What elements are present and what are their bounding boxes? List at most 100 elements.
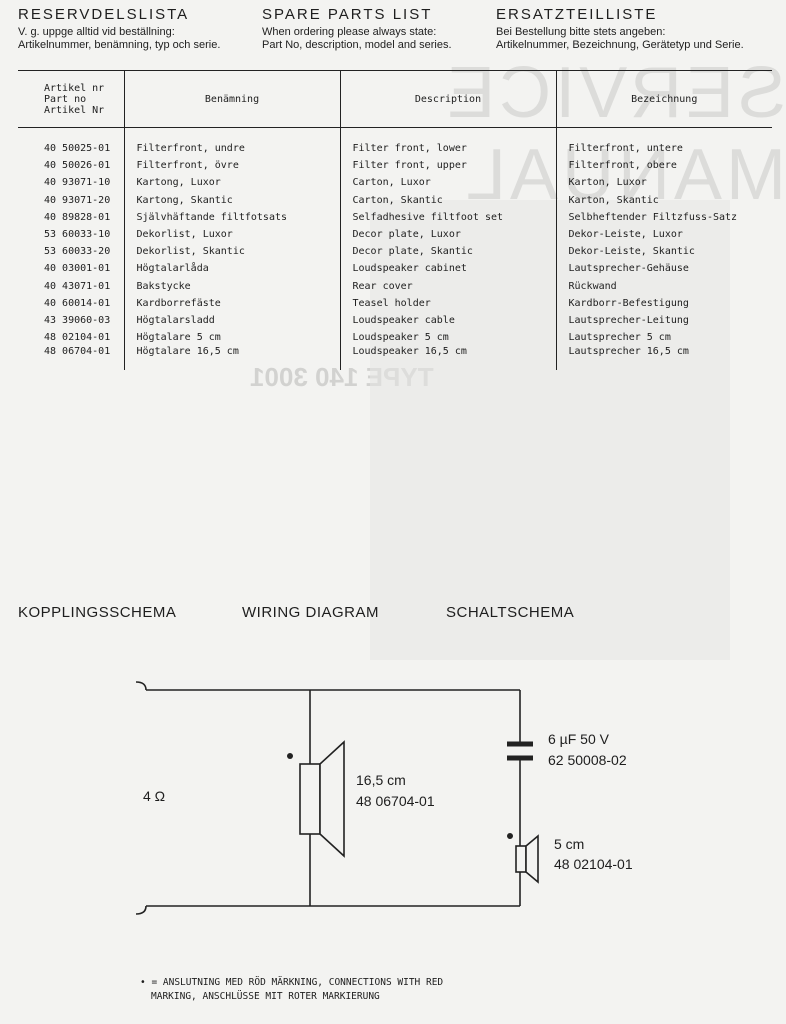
cell-bezeichnung: Lautsprecher 5 cm bbox=[555, 329, 772, 347]
cell-bezeichnung: Kardborr-Befestigung bbox=[555, 294, 772, 312]
cell-bezeichnung: Selbheftender Filtzfuss-Satz bbox=[555, 208, 772, 226]
cell-benamning: Kartong, Skantic bbox=[123, 191, 340, 209]
table-header-row: Artikel nr Part no Artikel Nr Benämning … bbox=[18, 70, 772, 128]
cell-description: Filter front, lower bbox=[339, 140, 556, 158]
woofer-speaker-symbol bbox=[299, 740, 345, 858]
header-line1-de: Bei Bestellung bitte stets angeben: bbox=[496, 26, 666, 38]
header-line1-sv: V. g. uppge alltid vid beställning: bbox=[18, 26, 175, 38]
footnote-line2: MARKING, ANSCHLÜSSE MIT ROTER MARKIERUNG bbox=[151, 991, 380, 1002]
header-title-sv: RESERVDELSLISTA bbox=[18, 6, 190, 23]
polarity-footnote: • = ANSLUTNING MED RÖD MÄRKNING, CONNECT… bbox=[140, 976, 443, 1004]
cell-part-no: 53 60033-10 bbox=[44, 229, 111, 241]
cell-bezeichnung: Karton, Skantic bbox=[555, 191, 772, 209]
cell-description: Selfadhesive filtfoot set bbox=[339, 208, 556, 226]
cell-part-no: 40 50026-01 bbox=[44, 160, 111, 172]
woofer-magnet bbox=[299, 763, 321, 835]
cell-benamning: Högtalare 5 cm bbox=[123, 329, 340, 347]
tweeter-cone bbox=[525, 834, 539, 884]
cell-bezeichnung: Dekor-Leiste, Luxor bbox=[555, 225, 772, 244]
header-title-de: ERSATZTEILLISTE bbox=[496, 6, 658, 23]
cell-description: Loudspeaker cabinet bbox=[339, 260, 556, 278]
tweeter-part-label: 48 02104-01 bbox=[554, 856, 633, 872]
header-title-en: SPARE PARTS LIST bbox=[262, 6, 433, 23]
cell-benamning: Dekorlist, Skantic bbox=[123, 243, 340, 261]
cell-bezeichnung: Karton, Luxor bbox=[555, 174, 772, 192]
col-header-description: Description bbox=[339, 70, 556, 128]
cell-part-no: 48 06704-01 bbox=[44, 346, 111, 358]
capacitor-part-label: 62 50008-02 bbox=[548, 752, 627, 768]
cell-bezeichnung: Lautsprecher-Gehäuse bbox=[555, 260, 772, 278]
cell-benamning: Högtalarlåda bbox=[123, 260, 340, 278]
col-header-part-no-sv: Artikel nr bbox=[44, 82, 105, 94]
cell-part-no: 40 93071-20 bbox=[44, 194, 111, 206]
cell-bezeichnung: Lautsprecher-Leitung bbox=[555, 311, 772, 330]
cell-bezeichnung: Dekor-Leiste, Skantic bbox=[555, 243, 772, 261]
header-line1-en: When ordering please always state: bbox=[262, 26, 437, 38]
cell-description: Carton, Skantic bbox=[339, 191, 556, 209]
cell-benamning: Dekorlist, Luxor bbox=[123, 225, 340, 244]
cell-description: Loudspeaker 16,5 cm bbox=[339, 346, 556, 371]
impedance-label: 4 Ω bbox=[143, 788, 166, 804]
wiring-diagram bbox=[135, 681, 539, 915]
col-header-bezeichnung: Bezeichnung bbox=[555, 70, 772, 128]
spare-parts-table: Artikel nr Part no Artikel Nr Benämning … bbox=[18, 70, 772, 371]
cell-bezeichnung: Filterfront, untere bbox=[555, 140, 772, 158]
cell-benamning: Högtalarsladd bbox=[123, 311, 340, 330]
woofer-cone bbox=[319, 740, 345, 858]
tweeter-speaker-symbol bbox=[515, 834, 539, 884]
input-terminal-top bbox=[135, 681, 147, 691]
cell-part-no: 40 89828-01 bbox=[44, 211, 111, 223]
header-line2-sv: Artikelnummer, benämning, typ och serie. bbox=[18, 39, 221, 51]
cell-benamning: Högtalare 16,5 cm bbox=[123, 346, 340, 371]
cell-benamning: Filterfront, undre bbox=[123, 140, 340, 158]
cell-part-no: 40 43071-01 bbox=[44, 280, 111, 292]
header-line2-en: Part No, description, model and series. bbox=[262, 39, 452, 51]
cell-bezeichnung: Lautsprecher 16,5 cm bbox=[555, 346, 772, 371]
input-terminal-bottom bbox=[135, 905, 147, 915]
cell-part-no: 40 60014-01 bbox=[44, 297, 111, 309]
cell-description: Decor plate, Skantic bbox=[339, 243, 556, 261]
cell-benamning: Självhäftande filtfotsats bbox=[123, 208, 340, 226]
cell-description: Rear cover bbox=[339, 277, 556, 295]
woofer-size-label: 16,5 cm bbox=[356, 772, 406, 788]
cell-part-no: 48 02104-01 bbox=[44, 332, 111, 344]
cell-description: Filter front, upper bbox=[339, 157, 556, 175]
cell-benamning: Bakstycke bbox=[123, 277, 340, 295]
tweeter-size-label: 5 cm bbox=[554, 836, 585, 852]
woofer-polarity-dot bbox=[287, 753, 293, 759]
cell-description: Loudspeaker 5 cm bbox=[339, 329, 556, 347]
header-german: ERSATZTEILLISTE Bei Bestellung bitte ste… bbox=[496, 6, 744, 52]
cell-part-no: 40 03001-01 bbox=[44, 263, 111, 275]
cell-description: Carton, Luxor bbox=[339, 174, 556, 192]
cell-part-no: 40 93071-10 bbox=[44, 177, 111, 189]
cell-bezeichnung: Filterfront, obere bbox=[555, 157, 772, 175]
footnote-line1: • = ANSLUTNING MED RÖD MÄRKNING, CONNECT… bbox=[140, 977, 444, 988]
header-swedish: RESERVDELSLISTA V. g. uppge alltid vid b… bbox=[18, 6, 220, 52]
cell-description: Teasel holder bbox=[339, 294, 556, 312]
header-line2-de: Artikelnummer, Bezeichnung, Gerätetyp un… bbox=[496, 39, 744, 51]
cell-benamning: Filterfront, övre bbox=[123, 157, 340, 175]
cell-description: Loudspeaker cable bbox=[339, 311, 556, 330]
col-header-part-no-en: Part no bbox=[44, 93, 87, 105]
wiring-title-en: WIRING DIAGRAM bbox=[242, 604, 379, 621]
woofer-part-label: 48 06704-01 bbox=[356, 793, 435, 809]
cell-benamning: Kardborrefäste bbox=[123, 294, 340, 312]
cell-part-no: 43 39060-03 bbox=[44, 314, 111, 326]
wiring-title-sv: KOPPLINGSSCHEMA bbox=[18, 604, 177, 621]
wiring-title-de: SCHALTSCHEMA bbox=[446, 604, 575, 621]
tweeter-magnet bbox=[515, 845, 527, 873]
header-english: SPARE PARTS LIST When ordering please al… bbox=[262, 6, 452, 52]
